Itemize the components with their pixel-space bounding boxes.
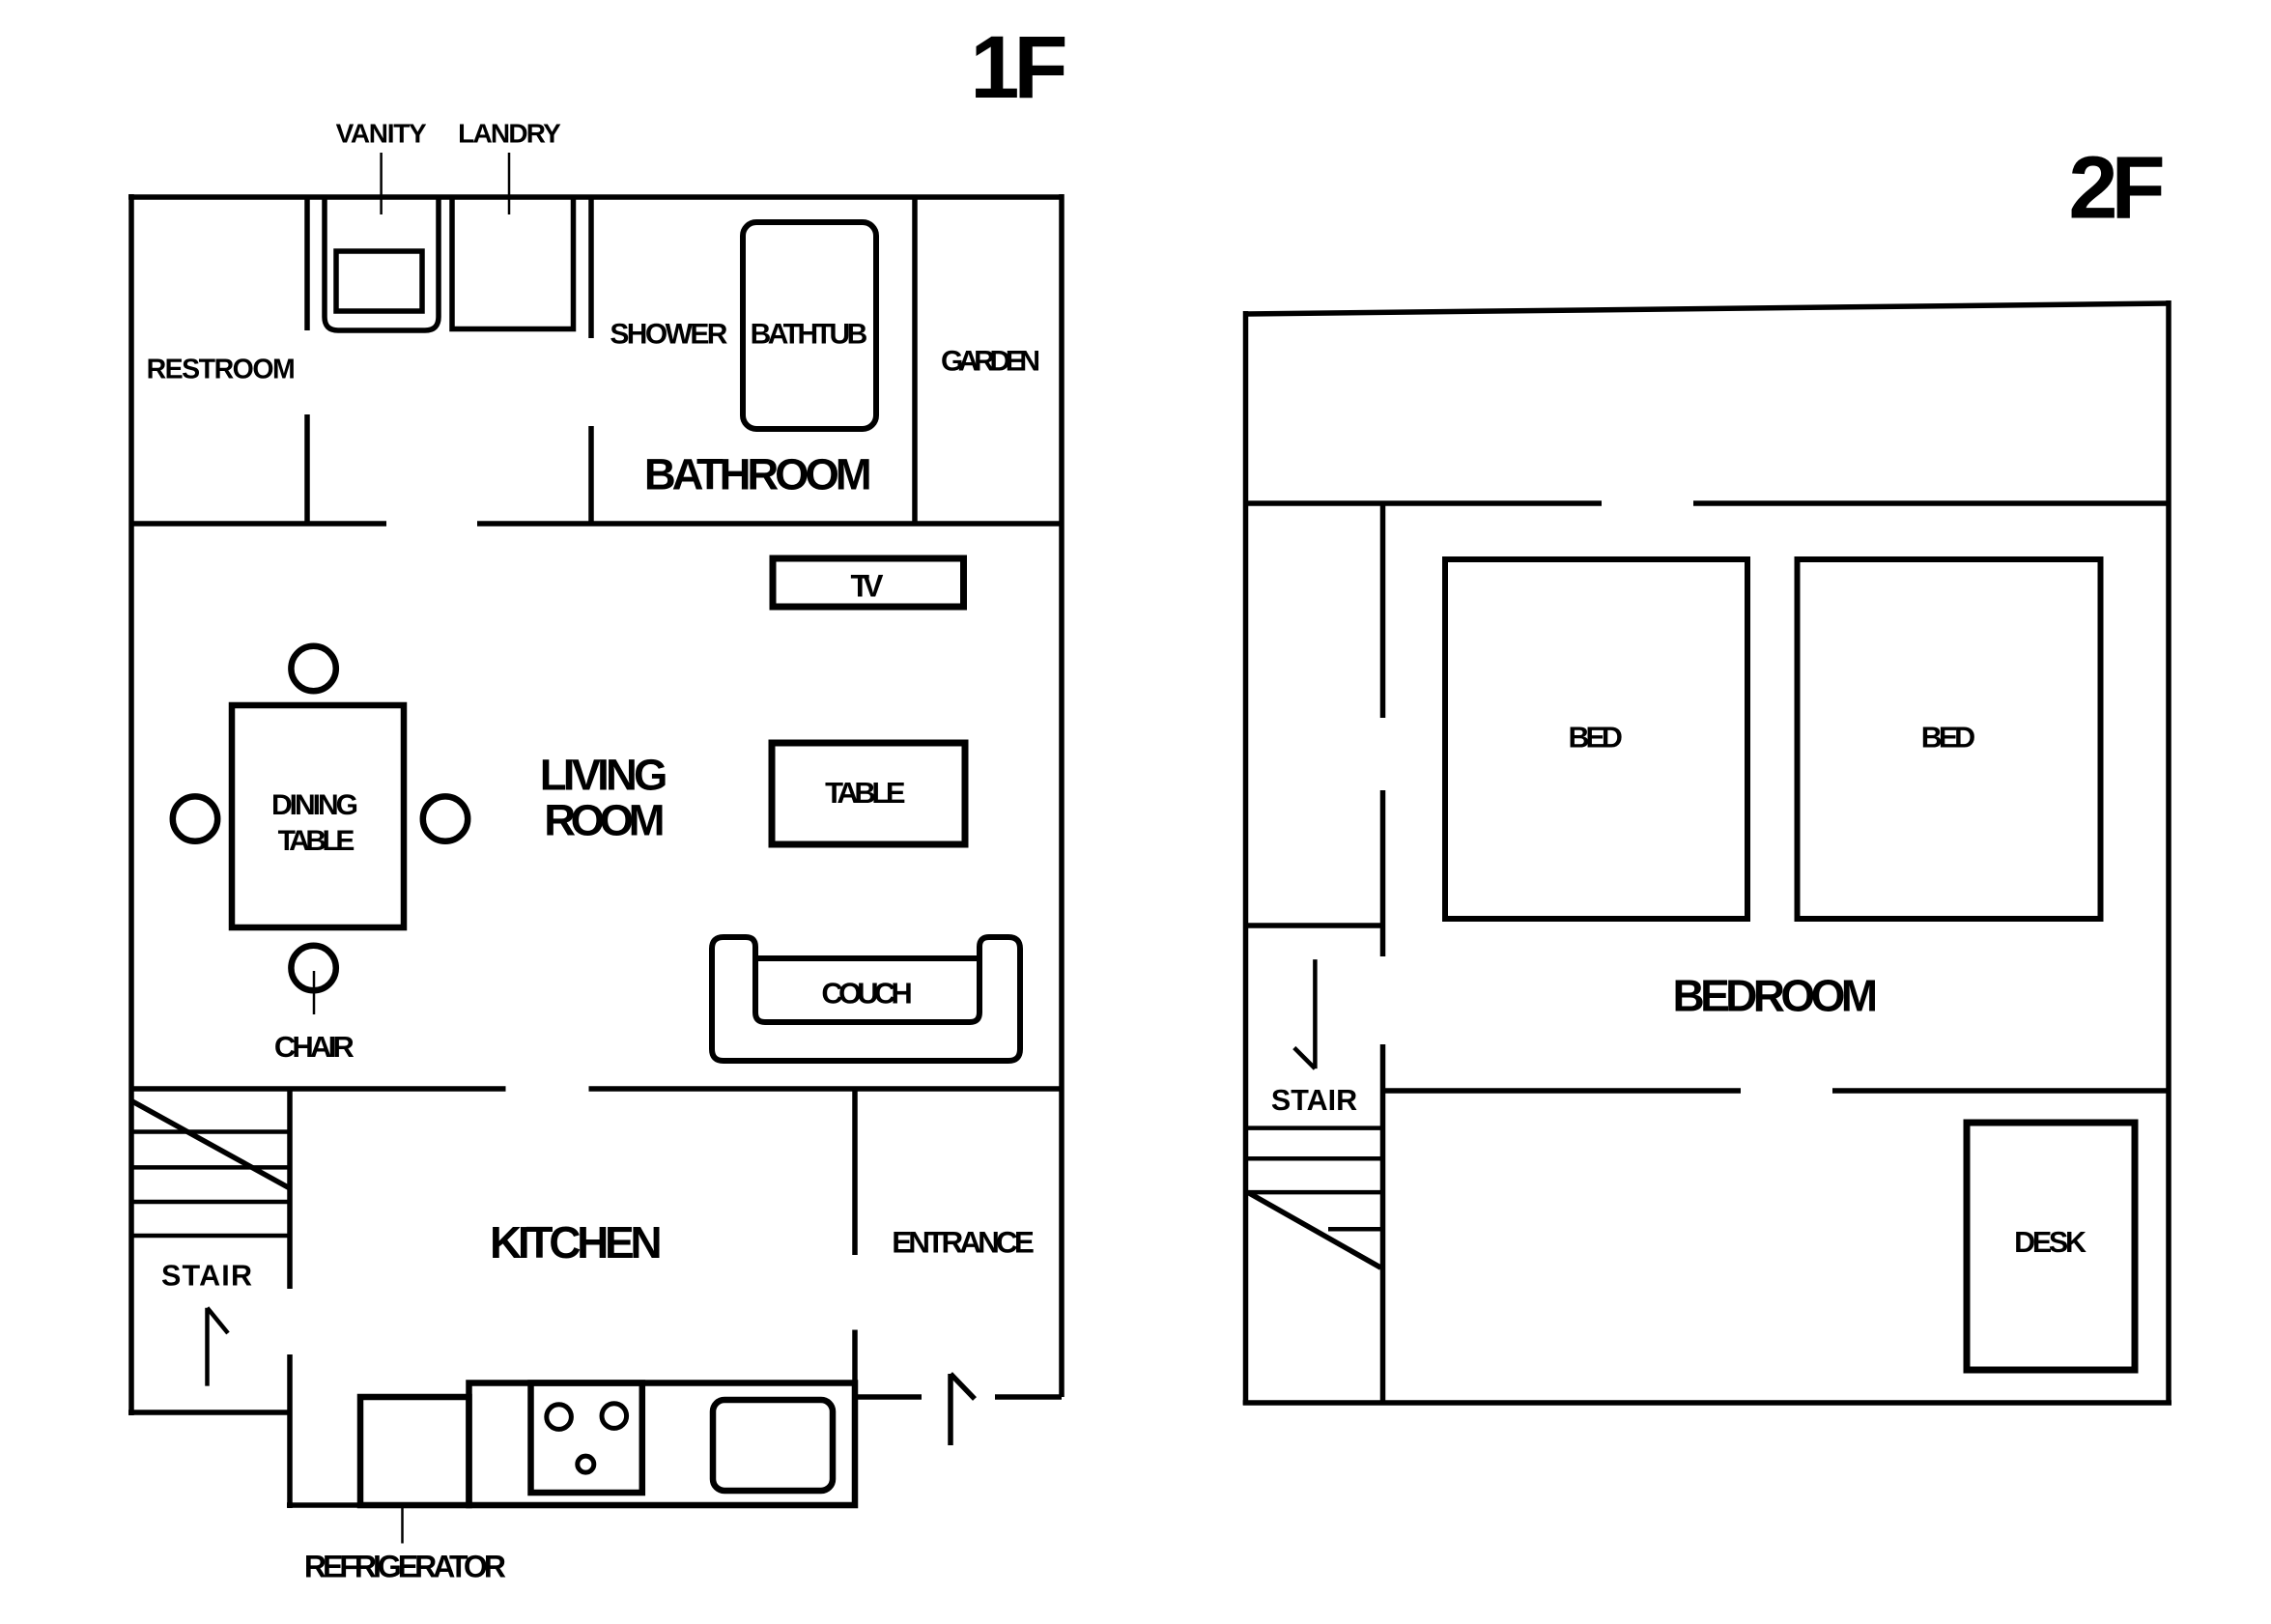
svg-text:BATHROOM: BATHROOM [644,450,869,499]
svg-text:ENTRANCE: ENTRANCE [892,1225,1034,1260]
svg-text:STAIR: STAIR [1271,1084,1357,1117]
svg-text:SHOWER: SHOWER [610,319,727,351]
svg-text:BED: BED [1568,722,1621,755]
svg-text:LIVING: LIVING [540,751,666,800]
svg-text:GARDEN: GARDEN [941,346,1038,378]
svg-text:RESTROOM: RESTROOM [147,355,295,385]
svg-text:1F: 1F [970,18,1065,117]
svg-text:LANDRY: LANDRY [458,119,561,149]
svg-text:CHAIR: CHAIR [274,1030,355,1064]
svg-text:ROOM: ROOM [544,796,662,845]
svg-text:TABLE: TABLE [825,776,905,810]
svg-text:KITCHEN: KITCHEN [490,1217,660,1268]
svg-text:REFRIGERATOR: REFRIGERATOR [304,1550,506,1584]
svg-text:DESK: DESK [2014,1226,2086,1259]
svg-text:BED: BED [1921,722,1974,755]
svg-text:DINING: DINING [271,789,357,821]
svg-text:VANITY: VANITY [336,119,427,149]
svg-text:COUCH: COUCH [821,977,911,1011]
svg-text:2F: 2F [2068,139,2162,238]
svg-text:BATHTUB: BATHTUB [751,319,867,351]
svg-text:TABLE: TABLE [278,825,355,857]
svg-text:TV: TV [851,569,885,604]
svg-text:BEDROOM: BEDROOM [1672,971,1875,1021]
svg-text:STAIR: STAIR [161,1260,253,1293]
